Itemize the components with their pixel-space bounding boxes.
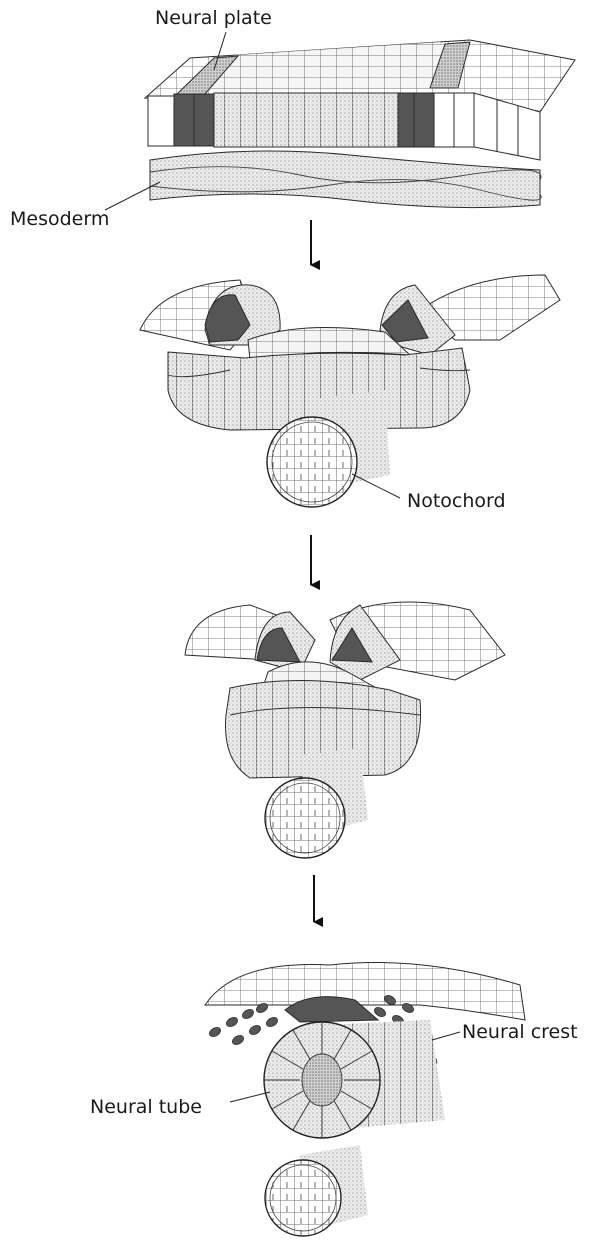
mesoderm-layer bbox=[150, 151, 540, 208]
crest-cell bbox=[231, 1034, 245, 1047]
neural-plate-surface bbox=[205, 42, 460, 92]
crest-cell bbox=[225, 1016, 239, 1029]
neural-crest-leader bbox=[432, 1032, 460, 1040]
crest-cell bbox=[248, 1024, 262, 1037]
mesoderm-label: Mesoderm bbox=[10, 208, 109, 230]
neural-tube-label: Neural tube bbox=[90, 1096, 202, 1118]
crest-cell bbox=[265, 1016, 279, 1029]
crest-cell bbox=[373, 1006, 387, 1019]
stage-4-neural-tube bbox=[205, 963, 525, 1237]
stage-2-neural-folds bbox=[140, 275, 560, 507]
ectoderm-front-columns bbox=[148, 93, 540, 160]
neural-tube-lumen bbox=[302, 1054, 342, 1106]
crest-cell bbox=[208, 1026, 222, 1039]
stage-3-folds-converge bbox=[185, 602, 505, 858]
crest-cell bbox=[241, 1008, 255, 1021]
notochord-cross-section-stage4 bbox=[265, 1160, 341, 1236]
notochord-cross-section-stage3 bbox=[265, 778, 345, 858]
notochord-label: Notochord bbox=[407, 490, 506, 512]
neural-tube-leader bbox=[230, 1092, 270, 1102]
neural-plate-label: Neural plate bbox=[155, 7, 272, 29]
notochord-cross-section-stage2 bbox=[267, 417, 357, 507]
neural-crest-label: Neural crest bbox=[462, 1021, 578, 1043]
stage-1-neural-plate bbox=[105, 32, 575, 210]
